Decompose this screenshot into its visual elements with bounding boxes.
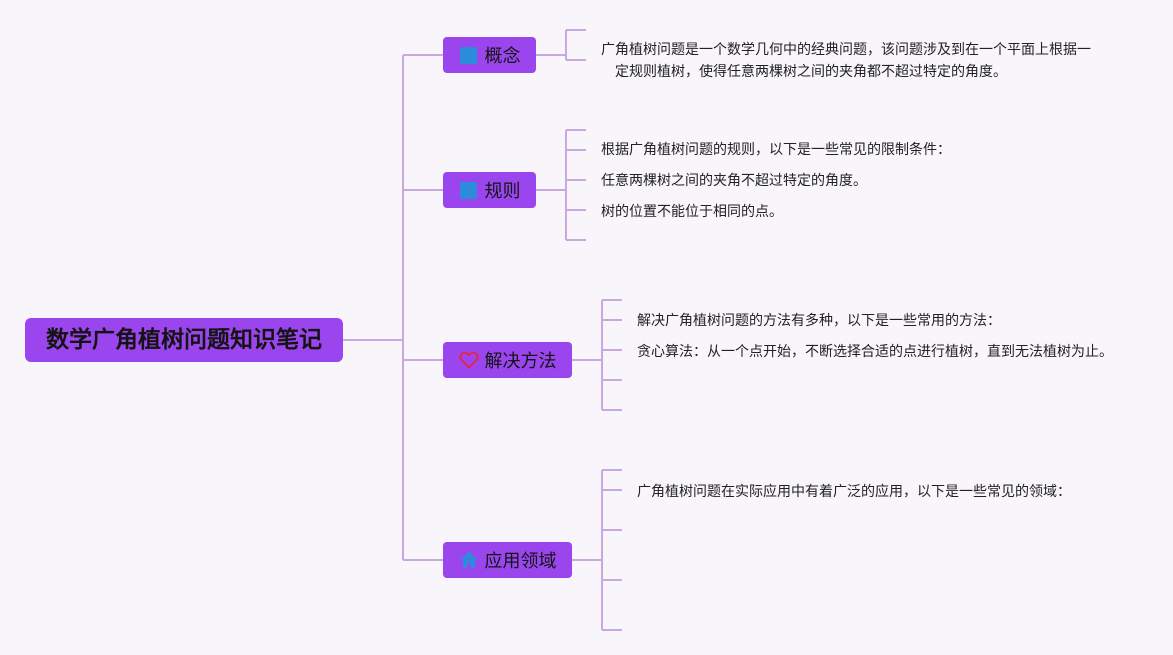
heart-icon bbox=[458, 350, 479, 370]
rules-text-1: 根据广角植树问题的规则，以下是一些常见的限制条件： bbox=[601, 142, 951, 158]
blue-square-icon bbox=[459, 180, 479, 200]
applications-text-1: 广角植树问题在实际应用中有着广泛的应用，以下是一些常见的领域： bbox=[637, 484, 1071, 500]
branch-rules[interactable]: 规则 bbox=[443, 172, 536, 208]
solutions-text-2: 贪心算法：从一个点开始，不断选择合适的点进行植树，直到无法植树为止。 bbox=[637, 344, 1113, 360]
root-topic[interactable]: 数学广角植树问题知识笔记 bbox=[25, 318, 343, 362]
concept-text-line-2: 定规则植树，使得任意两棵树之间的夹角都不超过特定的角度。 bbox=[615, 64, 1007, 80]
concept-text-line-1: 广角植树问题是一个数学几何中的经典问题，该问题涉及到在一个平面上根据一 bbox=[601, 42, 1091, 58]
branch-concept[interactable]: 概念 bbox=[443, 37, 536, 73]
branch-label: 应用领域 bbox=[484, 551, 557, 572]
solutions-text-1: 解决广角植树问题的方法有多种，以下是一些常用的方法： bbox=[637, 313, 1001, 329]
house-icon bbox=[459, 550, 479, 570]
branch-solutions[interactable]: 解决方法 bbox=[443, 342, 572, 378]
blue-square-icon bbox=[459, 45, 479, 65]
branch-applications[interactable]: 应用领域 bbox=[443, 542, 572, 578]
rules-text-3: 树的位置不能位于相同的点。 bbox=[601, 204, 783, 220]
branch-label: 概念 bbox=[484, 46, 521, 67]
branch-label: 规则 bbox=[484, 181, 521, 202]
rules-text-2: 任意两棵树之间的夹角不超过特定的角度。 bbox=[601, 173, 867, 189]
branch-label: 解决方法 bbox=[484, 351, 557, 372]
